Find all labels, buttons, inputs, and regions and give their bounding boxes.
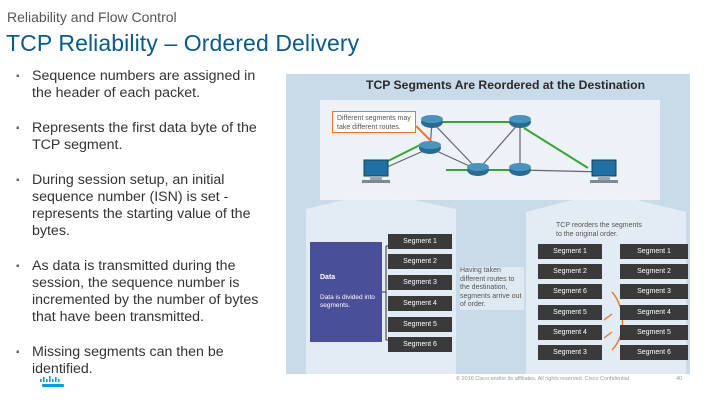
bullet-list: Sequence numbers are assigned in the hea… bbox=[14, 68, 276, 378]
callout-different-routes: Different segments may take different ro… bbox=[332, 111, 416, 133]
route-arrow-orange bbox=[415, 125, 435, 145]
segment-box: Segment 2 bbox=[388, 254, 452, 269]
segment-box: Segment 1 bbox=[620, 244, 688, 259]
computer-icon bbox=[590, 159, 618, 183]
page-number: 40 bbox=[676, 376, 683, 382]
bullet-item: Represents the first data byte of the TC… bbox=[14, 120, 276, 154]
segment-box: Segment 3 bbox=[538, 345, 602, 360]
bullet-item: As data is transmitted during the sessio… bbox=[14, 258, 276, 326]
segment-box: Segment 5 bbox=[620, 325, 688, 340]
segment-box: Segment 5 bbox=[388, 317, 452, 332]
bullet-item: Sequence numbers are assigned in the hea… bbox=[14, 68, 276, 102]
slide-title: TCP Reliability – Ordered Delivery bbox=[6, 30, 360, 56]
cisco-logo-icon bbox=[40, 376, 64, 387]
segment-box: Segment 3 bbox=[620, 284, 688, 299]
copyright-text: © 2016 Cisco and/or its affiliates. All … bbox=[456, 376, 630, 382]
segment-box: Segment 4 bbox=[538, 325, 602, 340]
callout-out-of-order: Having taken different routes to the des… bbox=[460, 267, 524, 310]
segment-box: Segment 2 bbox=[620, 264, 688, 279]
figure-title: TCP Segments Are Reordered at the Destin… bbox=[366, 78, 646, 92]
segment-box: Segment 6 bbox=[538, 284, 602, 299]
segment-box: Segment 3 bbox=[388, 275, 452, 290]
data-block: Data Data is divided into segments. bbox=[310, 242, 382, 342]
segment-box: Segment 4 bbox=[388, 296, 452, 311]
segment-box: Segment 6 bbox=[388, 337, 452, 352]
computer-icon bbox=[362, 159, 390, 183]
router-icon bbox=[419, 141, 441, 154]
data-label: Data bbox=[320, 274, 336, 281]
router-icon bbox=[509, 163, 531, 176]
tcp-reorder-diagram: TCP Segments Are Reordered at the Destin… bbox=[286, 74, 690, 374]
bullet-item: During session setup, an initial sequenc… bbox=[14, 172, 276, 240]
data-description: Data is divided into segments. bbox=[320, 294, 375, 309]
bullet-item: Missing segments can then be identified. bbox=[14, 344, 276, 378]
segment-box: Segment 2 bbox=[538, 264, 602, 279]
segment-box: Segment 4 bbox=[620, 305, 688, 320]
router-icon bbox=[467, 163, 489, 176]
callout-reorder: TCP reorders the segments to the origina… bbox=[556, 222, 642, 238]
segment-box: Segment 1 bbox=[388, 234, 452, 249]
router-icon bbox=[421, 115, 443, 128]
segment-box: Segment 5 bbox=[538, 305, 602, 320]
section-title: Reliability and Flow Control bbox=[7, 9, 177, 25]
segment-box: Segment 1 bbox=[538, 244, 602, 259]
segment-box: Segment 6 bbox=[620, 345, 688, 360]
router-icon bbox=[509, 115, 531, 128]
